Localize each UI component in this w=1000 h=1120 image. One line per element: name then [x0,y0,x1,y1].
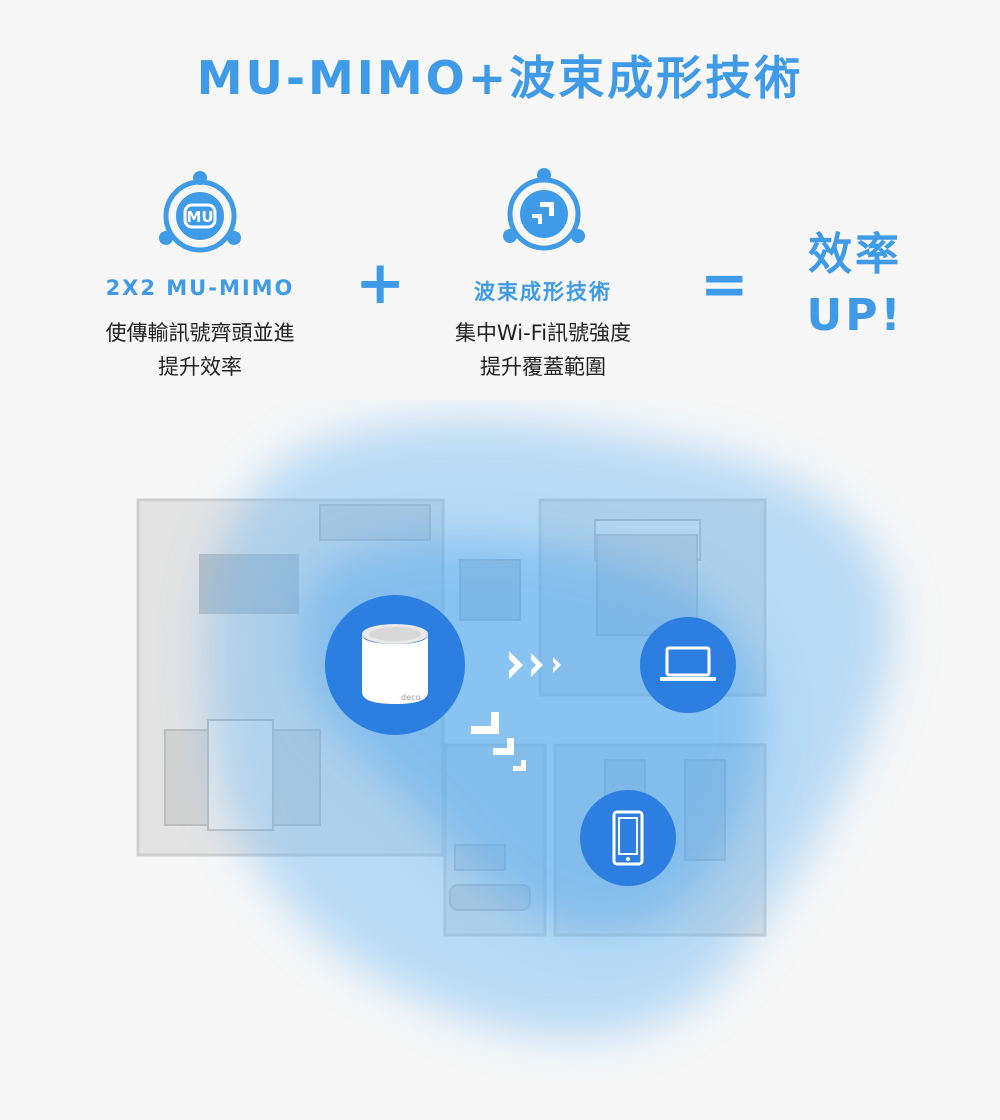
equals-sign: = [700,250,749,318]
signal-arrows-icon [509,651,561,679]
result-line1: 效率 [808,229,902,280]
feature-label-mu-mimo: 2X2 MU-MIMO [105,276,295,300]
feature-desc-line: 提升覆蓋範圍 [480,355,606,379]
feature-desc-line: 集中Wi-Fi訊號強度 [454,321,632,345]
beamforming-icon [503,168,585,251]
beam-steps-icon [471,712,526,771]
mu-mimo-icon: MU [159,171,241,253]
feature-label-beamforming: 波束成形技術 [474,280,612,304]
laptop-icon [660,646,716,681]
plus-sign: + [355,248,406,318]
feature-desc-line: 提升效率 [158,355,242,379]
svg-text:deco: deco [401,693,420,702]
feature-desc-line: 使傳輸訊號齊頭並進 [105,321,295,345]
laptop-badge [640,617,736,713]
page-title: MU-MIMO+波束成形技術 [196,51,804,105]
mesh-router-icon: deco [362,624,428,704]
smartphone-icon [612,810,644,866]
feature-desc-beamforming: 集中Wi-Fi訊號強度 提升覆蓋範圍 [383,316,703,384]
result-line2: UP! [806,290,904,341]
router-badge: deco [325,595,465,735]
smartphone-badge [580,790,676,886]
svg-text:MU: MU [186,208,213,226]
feature-desc-mu-mimo: 使傳輸訊號齊頭並進 提升效率 [40,316,360,384]
